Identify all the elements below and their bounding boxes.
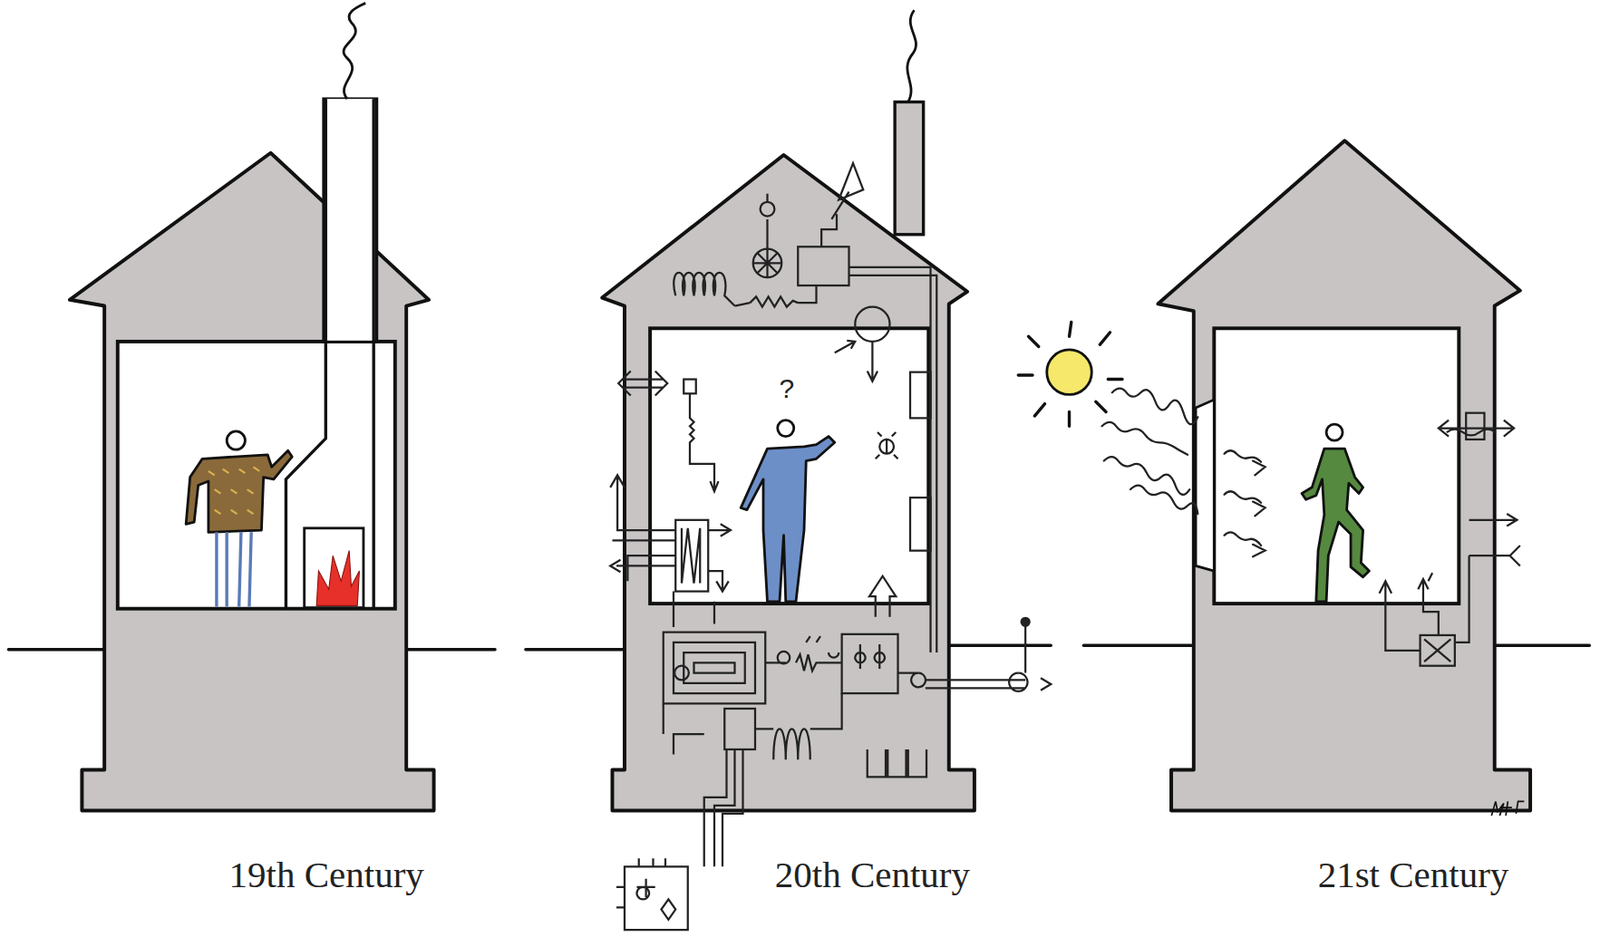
meter-post [1021,618,1030,627]
radiator [675,520,708,592]
vent-arrows [1438,420,1514,437]
room [1213,328,1459,604]
firebox [304,528,364,609]
mechanical-systems [610,163,1051,931]
artist-signature [1491,801,1524,816]
house-outline [1157,140,1531,811]
bug-symbol [875,432,899,459]
house-19th [69,2,435,811]
smoke [907,9,917,102]
person-legs [216,532,252,607]
control-wire [689,393,719,492]
exhaust-lines [1469,513,1521,566]
radiator-coil [681,528,700,584]
chimney [894,102,924,235]
sunlight-waves [1102,388,1266,558]
person-body [1301,448,1369,602]
passive-systems [1379,413,1521,667]
person-body [740,436,835,602]
supply-arrow [869,576,896,618]
pump [724,708,756,750]
air-handler [797,246,849,286]
heat-coil [755,693,843,760]
riser-pipes [673,591,715,628]
house-20th [601,9,1051,931]
chimney-walls [285,98,374,610]
tanks [867,749,927,777]
chimney [323,98,378,342]
sun-rays [1018,322,1123,427]
exchanger-pipes [1379,555,1470,662]
thermostat [683,379,697,395]
person-head [226,431,245,450]
sensor [854,307,890,342]
smoke [343,2,366,99]
buried-pipes [663,703,744,867]
zigzag-line [734,285,816,308]
utility-box [624,866,689,931]
chimney-flue [326,98,374,341]
burner [674,666,689,681]
wall-ducts [910,372,931,552]
boiler-gauges [854,644,885,670]
service-pipe [898,624,1052,692]
question-mark: ? [779,372,796,403]
person-head [1326,424,1343,441]
duct-pipe [849,267,938,653]
window [1195,399,1214,572]
room [649,328,929,604]
sun [1047,349,1093,396]
boiler [842,634,899,694]
house-21st [1018,140,1531,816]
century-label: 19th Century [229,854,425,896]
person-head [777,420,795,437]
sensor-arrows [834,340,878,382]
house-outline [69,153,435,812]
fan-detail [753,193,783,278]
vent-arrow [618,371,668,397]
attic-coil [673,272,735,307]
shirt-pattern [208,466,260,514]
exhaust-arrow [821,163,864,247]
flame [316,551,359,607]
century-label: 21st Century [1318,854,1510,896]
utility-symbols [616,858,676,921]
person-shirt [185,450,292,533]
furnace-maze [663,632,767,705]
century-label: 20th Century [775,854,970,896]
radiator-pipes [610,475,731,592]
room [117,341,396,610]
house-outline [601,155,975,811]
valves [765,636,842,671]
